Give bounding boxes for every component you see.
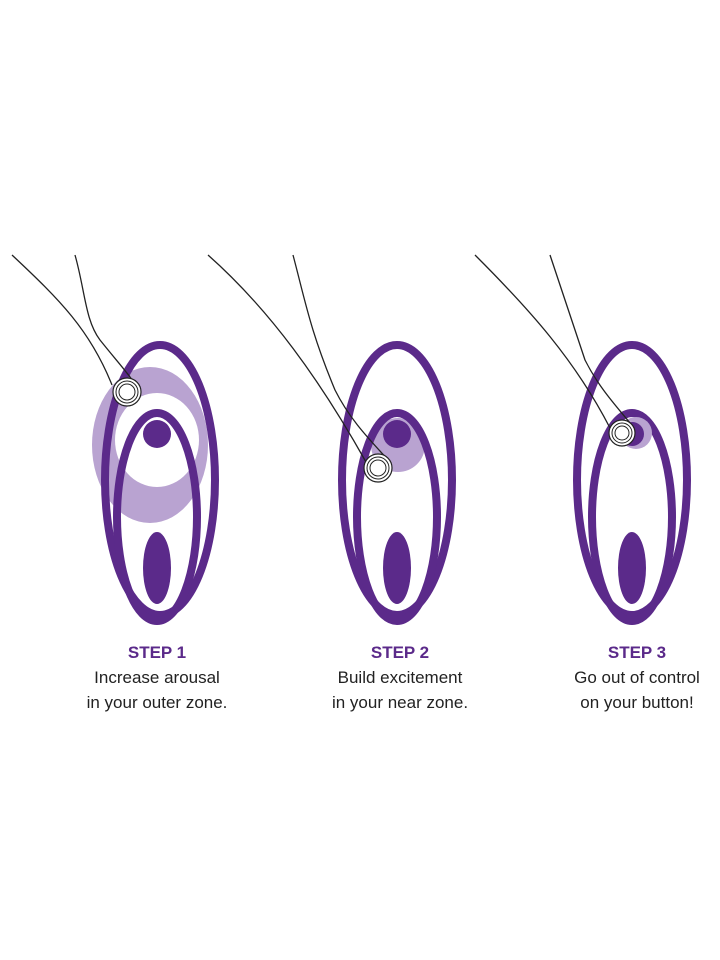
- finger-outline: [11, 254, 141, 393]
- step-1-diagram: [11, 254, 219, 625]
- step-line: Go out of control: [574, 668, 700, 687]
- step-line: in your near zone.: [331, 693, 469, 712]
- step-line: in your outer zone.: [86, 693, 228, 712]
- step-title: STEP 3: [607, 643, 667, 662]
- button-dot: [383, 420, 411, 448]
- inner-ellipse: [113, 409, 201, 625]
- lower-ellipse: [383, 532, 411, 604]
- step-line: on your button!: [580, 693, 694, 712]
- step-line: Increase arousal: [94, 668, 220, 687]
- step-2-caption: STEP 2 Build excitement in your near zon…: [290, 640, 510, 715]
- step-line: Build excitement: [337, 668, 463, 687]
- finger-outline: [474, 254, 635, 429]
- step-2-diagram: [207, 254, 456, 625]
- inner-ellipse: [588, 409, 676, 625]
- step-3-diagram: [474, 254, 691, 625]
- step-title: STEP 2: [370, 643, 430, 662]
- outer-ellipse: [101, 341, 219, 619]
- step-1-caption: STEP 1 Increase arousal in your outer zo…: [47, 640, 267, 715]
- outer-ellipse: [573, 341, 691, 619]
- button-dot: [143, 420, 171, 448]
- step-title: STEP 1: [127, 643, 187, 662]
- step-3-caption: STEP 3 Go out of control on your button!: [527, 640, 720, 715]
- lower-ellipse: [618, 532, 646, 604]
- inner-ellipse: [353, 409, 441, 625]
- lower-ellipse: [143, 532, 171, 604]
- finger-outline: [207, 254, 391, 463]
- outer-ellipse: [338, 341, 456, 619]
